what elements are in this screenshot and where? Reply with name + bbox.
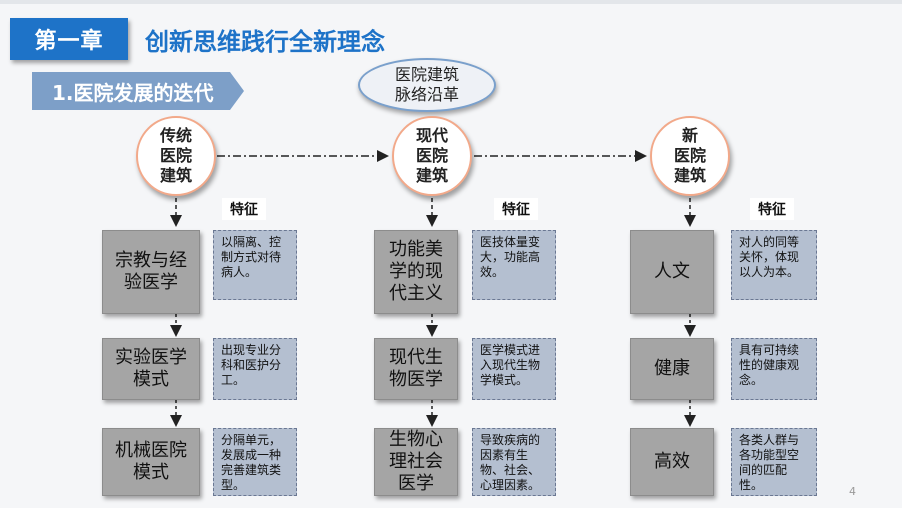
note-people-oriented: 对人的同等关怀，体现以人为本。 xyxy=(731,230,817,300)
section-label-text: 1.医院发展的迭代 xyxy=(52,80,214,105)
note-large-efficient: 医技体量变大，功能高效。 xyxy=(472,230,556,300)
box-line: 理社会 xyxy=(389,451,443,472)
box-line: 医学 xyxy=(398,473,434,494)
oval-line-1: 医院建筑 xyxy=(394,65,459,84)
box-efficiency: 高效 xyxy=(630,428,714,496)
box-line: 代主义 xyxy=(389,283,443,304)
circle-line: 建筑 xyxy=(673,166,706,185)
box-line: 模式 xyxy=(133,462,169,483)
box-line: 高效 xyxy=(654,451,690,472)
box-line: 机械医院 xyxy=(115,440,187,461)
circle-line: 医院 xyxy=(159,146,192,165)
circle-line: 医院 xyxy=(415,146,448,165)
box-line: 人文 xyxy=(654,261,690,282)
top-divider xyxy=(0,0,902,4)
circle-line: 医院 xyxy=(673,146,706,165)
box-modern-biomedicine: 现代生物医学 xyxy=(374,338,458,400)
box-humanity: 人文 xyxy=(630,230,714,314)
box-experimental-medicine: 实验医学模式 xyxy=(102,338,200,400)
page-number: 4 xyxy=(849,485,856,498)
chapter-label: 第一章 xyxy=(10,18,128,60)
feature-label-col2: 特征 xyxy=(494,198,538,220)
box-line: 生物心 xyxy=(389,429,443,450)
box-mechanical-hospital: 机械医院模式 xyxy=(102,428,200,496)
box-biopsychosocial-medicine: 生物心理社会医学 xyxy=(374,428,458,496)
note-separated-units: 分隔单元，发展成一种完善建筑类型。 xyxy=(213,428,297,496)
box-line: 功能美 xyxy=(389,239,443,260)
box-line: 学的现 xyxy=(389,261,443,282)
circle-line: 建筑 xyxy=(415,166,448,185)
note-space-matching: 各类人群与各功能型空间的匹配性。 xyxy=(731,428,817,496)
note-disease-factors: 导致疾病的因素有生物、社会、心理因素。 xyxy=(472,428,556,496)
circle-line: 传统 xyxy=(159,126,192,145)
new-hospital-circle: 新 医院 建筑 xyxy=(650,116,730,196)
box-functional-modernism: 功能美学的现代主义 xyxy=(374,230,458,314)
circle-line: 新 xyxy=(681,126,698,145)
note-modern-bio-model: 医学模式进入现代生物学模式。 xyxy=(472,338,556,400)
note-sustainable-health: 具有可持续性的健康观念。 xyxy=(731,338,817,400)
circle-line: 现代 xyxy=(415,126,448,145)
oval-line-2: 脉络沿革 xyxy=(394,85,459,104)
box-line: 模式 xyxy=(133,369,169,390)
box-line: 宗教与经 xyxy=(115,250,187,271)
chapter-title: 创新思维践行全新理念 xyxy=(145,28,385,56)
traditional-hospital-circle: 传统 医院 建筑 xyxy=(136,116,216,196)
box-health: 健康 xyxy=(630,338,714,400)
note-specialization: 出现专业分科和医护分工。 xyxy=(213,338,297,400)
note-isolation: 以隔离、控制方式对待病人。 xyxy=(213,230,297,300)
circle-line: 建筑 xyxy=(159,166,192,185)
box-line: 现代生 xyxy=(389,347,443,368)
section-label: 1.医院发展的迭代 xyxy=(32,72,244,110)
box-line: 健康 xyxy=(654,358,690,379)
modern-hospital-circle: 现代 医院 建筑 xyxy=(392,116,472,196)
feature-label-col1: 特征 xyxy=(222,198,266,220)
box-religion-empirical-medicine: 宗教与经验医学 xyxy=(102,230,200,314)
feature-label-col3: 特征 xyxy=(750,198,794,220)
box-line: 实验医学 xyxy=(115,347,187,368)
box-line: 物医学 xyxy=(389,369,443,390)
box-line: 验医学 xyxy=(124,272,178,293)
center-oval-label: 医院建筑 脉络沿革 xyxy=(358,58,496,112)
